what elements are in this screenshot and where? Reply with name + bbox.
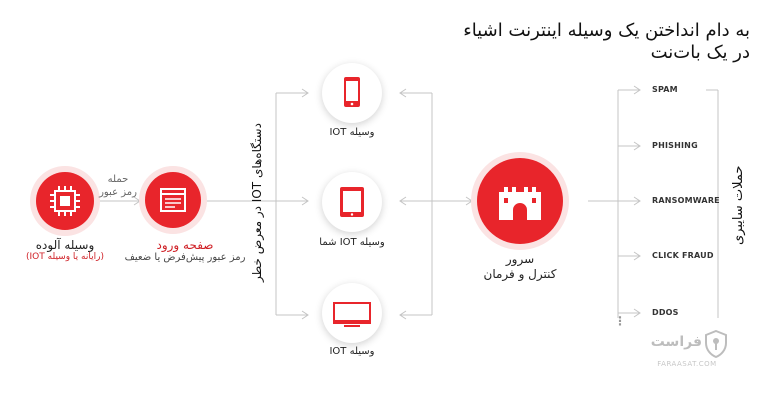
server-line-1: سرور: [505, 252, 535, 266]
logo-name: فراست: [650, 334, 702, 350]
chip-icon: [50, 186, 80, 216]
attack-step-line-1: حمله: [107, 174, 129, 185]
infected-subtitle: (رایانه یا وسیله IOT): [26, 252, 104, 262]
login-title: صفحه ورود: [156, 238, 214, 252]
attack-phishing: PHISHING: [652, 141, 698, 150]
iot-device-tv-node: [322, 283, 382, 343]
faraasat-logo: فراست FARAASAT.COM: [632, 328, 742, 378]
phone-icon: [344, 77, 360, 107]
logo-url: FARAASAT.COM: [657, 360, 717, 368]
shield-logo-icon: [705, 330, 727, 358]
login-page-node: [145, 172, 201, 228]
iot-device-tablet-node: [322, 172, 382, 232]
castle-icon: [499, 187, 541, 220]
vulnerable-devices-label: دستگاه‌های IOT در معرض خطر: [250, 123, 264, 283]
command-control-server-node: [477, 158, 563, 244]
browser-window-icon: [160, 188, 186, 212]
tv-icon: [333, 302, 371, 327]
password-attack-label: حمله رمز عبور: [88, 173, 148, 199]
infected-title: وسیله آلوده: [35, 238, 95, 252]
attack-ddos: DDOS: [652, 308, 679, 317]
server-line-2: کنترل و فرمان: [483, 267, 557, 281]
device-label-2: وسیله IOT شما: [319, 237, 385, 248]
infected-device-label: وسیله آلوده (رایانه یا وسیله IOT): [5, 238, 125, 262]
diagram-title: به دام انداختن یک وسیله اینترنت اشیاء در…: [330, 20, 750, 64]
infected-device-node: [36, 172, 94, 230]
cyber-attacks-label: حملات سایبری: [731, 165, 746, 245]
attack-ransomware: RANSOMWARE: [652, 196, 720, 205]
attack-step-line-2: رمز عبور: [99, 187, 137, 198]
tablet-icon: [340, 187, 364, 217]
title-line-2: در یک بات‌نت: [650, 42, 750, 63]
device-label-3: وسیله IOT: [329, 346, 375, 357]
server-label: سرور کنترل و فرمان: [460, 252, 580, 282]
device-label-1: وسیله IOT: [329, 127, 375, 138]
login-subtitle: رمز عبور پیش‌فرض یا ضعیف: [124, 252, 246, 263]
login-page-label: صفحه ورود رمز عبور پیش‌فرض یا ضعیف: [110, 238, 260, 263]
iot-device-phone-node: [322, 63, 382, 123]
attacks-more-ellipsis: ⋮: [614, 314, 627, 328]
attack-spam: SPAM: [652, 85, 678, 94]
attack-click-fraud: CLICK FRAUD: [652, 251, 714, 260]
title-line-1: به دام انداختن یک وسیله اینترنت اشیاء: [463, 20, 750, 41]
